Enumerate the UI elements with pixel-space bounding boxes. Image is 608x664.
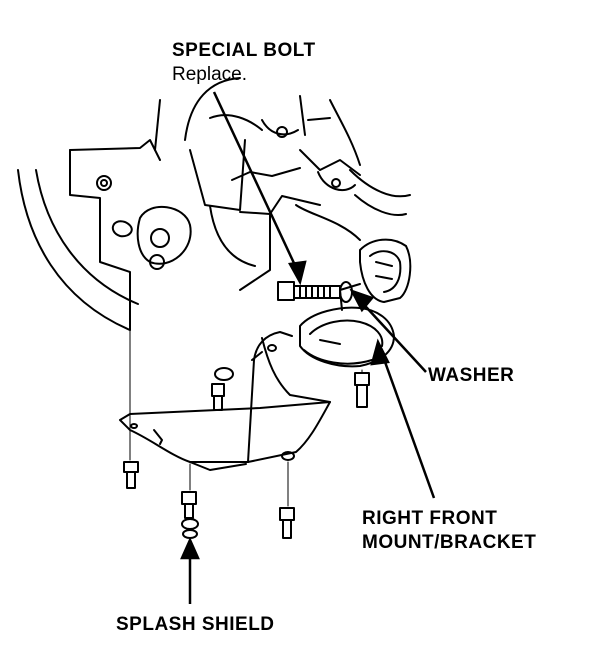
guide-lines <box>129 279 363 507</box>
right-front-mount-label-line2: MOUNT/BRACKET <box>362 532 537 553</box>
special-bolt-note: Replace. <box>172 64 247 85</box>
washer-arrowhead <box>349 288 375 313</box>
special-bolt-arrowhead <box>288 260 307 286</box>
shield-bolts <box>123 367 295 539</box>
right-front-mount-bracket <box>299 238 412 368</box>
frame-outline <box>17 169 131 331</box>
right-front-mount-label-line1: RIGHT FRONT <box>362 508 498 529</box>
bracket-arrowhead <box>370 338 390 366</box>
splash-shield-arrowhead <box>180 536 200 560</box>
special-bolt <box>277 281 353 303</box>
leader-arrows <box>180 91 436 604</box>
frame-inner-line <box>35 169 139 305</box>
washer-label: WASHER <box>428 365 515 386</box>
engine-block <box>69 77 411 331</box>
special-bolt-leader <box>212 91 302 277</box>
splash-shield <box>119 331 331 471</box>
splash-shield-label: SPLASH SHIELD <box>116 614 275 635</box>
washer-leader <box>355 295 427 373</box>
mount-bolt <box>354 372 370 408</box>
bracket-leader <box>378 347 436 499</box>
special-bolt-label: SPECIAL BOLT <box>172 40 316 61</box>
